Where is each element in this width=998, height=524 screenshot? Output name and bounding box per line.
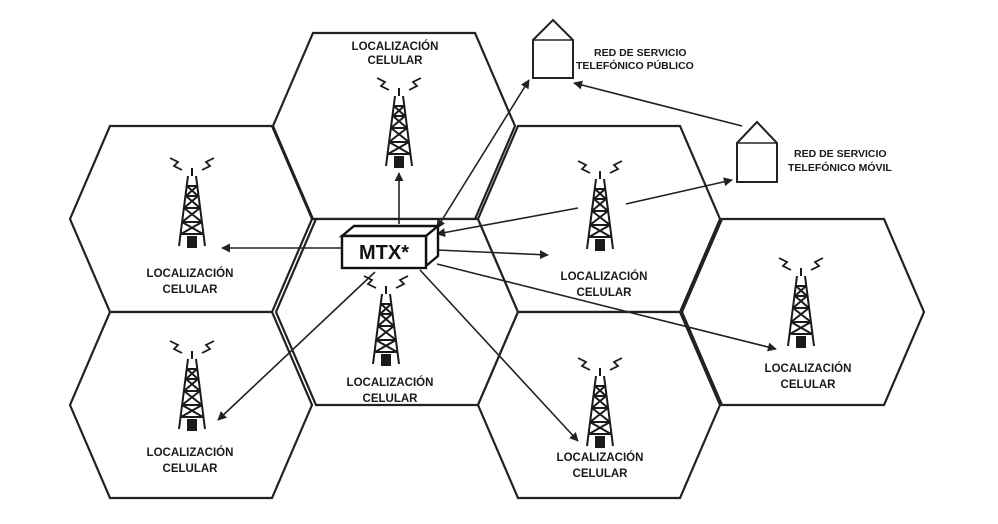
mobile-network-label: TELEFÓNICO MÓVIL: [788, 161, 892, 174]
cell-label: CELULAR: [573, 468, 629, 480]
cell-label: LOCALIZACIÓN: [352, 40, 439, 53]
cell-label: CELULAR: [363, 393, 419, 405]
public-network-building-icon: [532, 18, 574, 79]
cell-label: LOCALIZACIÓN: [147, 446, 234, 459]
cell-label: LOCALIZACIÓN: [557, 451, 644, 464]
cell-label: CELULAR: [163, 284, 219, 296]
public-network-label: RED DE SERVICIO: [594, 47, 687, 59]
cell-label: LOCALIZACIÓN: [347, 376, 434, 389]
mobile-network-building-icon: [736, 120, 778, 183]
cell-label: CELULAR: [781, 379, 837, 391]
mobile-network-label: RED DE SERVICIO: [794, 148, 887, 160]
hex-cell-right-lower: [476, 310, 722, 500]
cell-labels: LOCALIZACIÓN CELULAR LOCALIZACIÓN CELULA…: [147, 40, 852, 480]
network-labels: RED DE SERVICIO TELEFÓNICO PÚBLICO RED D…: [576, 47, 892, 174]
cell-label: CELULAR: [368, 55, 424, 67]
cell-label: CELULAR: [577, 287, 633, 299]
cell-label: CELULAR: [163, 463, 219, 475]
cell-label: LOCALIZACIÓN: [765, 362, 852, 375]
mtx-switch: MTX*: [338, 223, 442, 270]
cell-label: LOCALIZACIÓN: [561, 270, 648, 283]
cell-label: LOCALIZACIÓN: [147, 267, 234, 280]
public-network-label: TELEFÓNICO PÚBLICO: [576, 59, 694, 72]
mtx-label: MTX*: [359, 242, 409, 264]
hex-cells: [68, 31, 926, 500]
connection-arrows: [217, 79, 777, 442]
